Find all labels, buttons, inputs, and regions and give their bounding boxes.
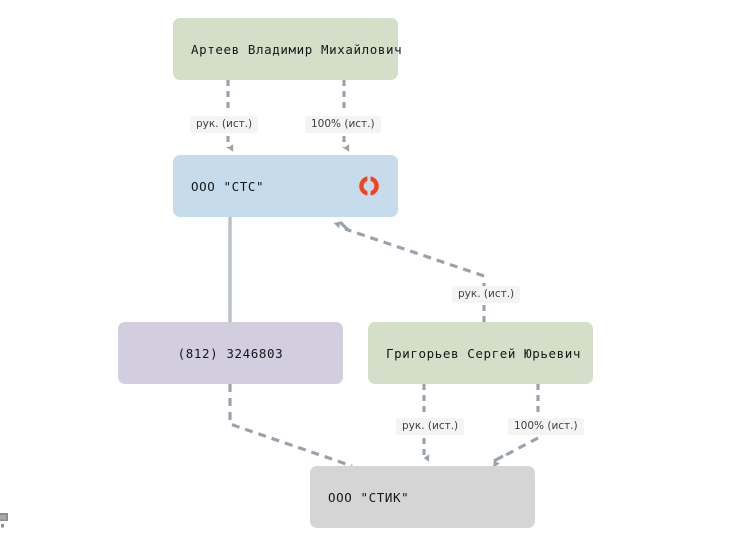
node-label: ООО "СТИК" [328, 489, 410, 505]
node-person-grigoriev[interactable]: Григорьев Сергей Юрьевич [368, 322, 593, 384]
node-label: Артеев Владимир Михайлович [191, 41, 403, 57]
edge-label-arteev-sts-head[interactable]: рук. (ист.) [190, 116, 259, 134]
edge-label-arteev-sts-share[interactable]: 100% (ист.) [305, 116, 381, 134]
edge-label-grigoriev-sts-head[interactable]: рук. (ист.) [452, 286, 521, 304]
split-circle-logo-icon [358, 175, 380, 197]
node-label: Григорьев Сергей Юрьевич [386, 345, 582, 361]
clipped-edge-glyph [0, 512, 11, 528]
edge-phone-stik [228, 384, 353, 468]
node-person-arteev[interactable]: Артеев Владимир Михайлович [173, 18, 402, 80]
node-label: ООО "СТС" [191, 178, 265, 194]
node-label: (812) 3246803 [177, 345, 284, 361]
node-phone[interactable]: (812) 3246803 [118, 322, 343, 384]
edge-label-grigoriev-stik-share[interactable]: 100% (ист.) [508, 418, 584, 436]
node-company-sts[interactable]: ООО "СТС" [173, 155, 398, 217]
edge-label-grigoriev-stik-head[interactable]: рук. (ист.) [396, 418, 465, 436]
node-company-stik[interactable]: ООО "СТИК" [310, 466, 535, 528]
edge-grigoriev-sts-head [333, 220, 486, 322]
